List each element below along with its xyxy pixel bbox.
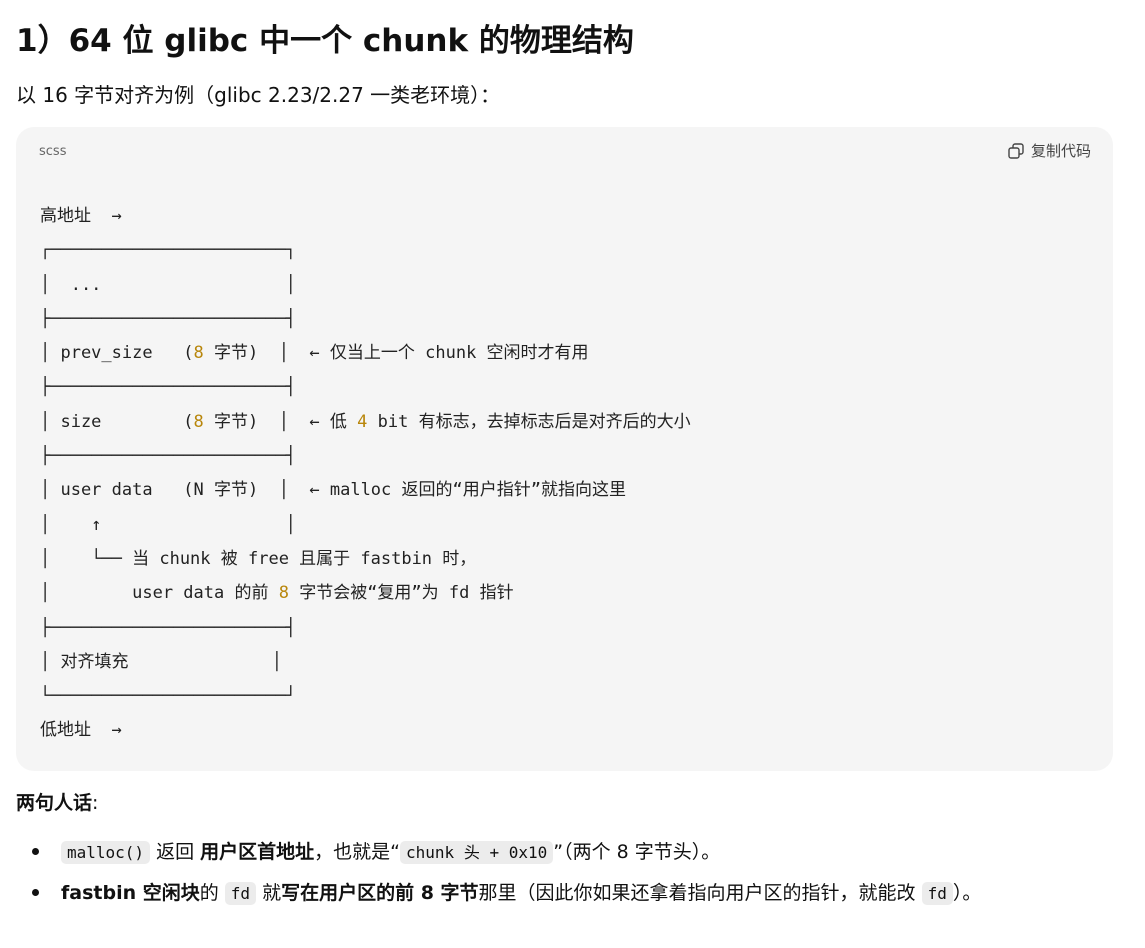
inline-code: chunk 头 + 0x10 — [400, 841, 554, 864]
bullet-text: ”（两个 8 字节头）。 — [553, 841, 721, 863]
code-line: ├───────────────────────┤ — [40, 377, 296, 398]
intro-text: 以 16 字节对齐为例（glibc 2.23/2.27 一类老环境）： — [16, 83, 501, 107]
code-line: 低地址 → — [40, 720, 122, 741]
code-line: 高地址 → — [40, 206, 122, 226]
bold-text: 写在用户区的前 8 字节 — [281, 882, 479, 904]
code-line: └───────────────────────┘ — [40, 686, 296, 707]
code-line: │ ↑ │ — [40, 514, 296, 535]
list-item: malloc() 返回 用户区首地址，也就是“chunk 头 + 0x10”（两… — [16, 832, 1106, 873]
inline-code: fd — [224, 882, 257, 905]
code-line: │ 对齐填充 │ — [40, 651, 282, 672]
code-line: ┌───────────────────────┐ — [40, 240, 296, 261]
code-line: │ prev_size (8 字节) │ ← 仅当上一个 chunk 空闲时才有… — [40, 343, 589, 364]
code-line: ├───────────────────────┤ — [40, 617, 296, 638]
code-lines: 高地址 → ┌───────────────────────┐ │ ... │ ├──… — [40, 199, 691, 748]
inline-code: fd — [921, 882, 953, 905]
summary-label: 两句人话: — [16, 786, 98, 820]
page-title: 1）64 位 glibc 中一个 chunk 的物理结构 — [16, 23, 634, 59]
code-line: │ size (8 字节) │ ← 低 4 bit 有标志，去掉标志后是对齐后的… — [40, 411, 691, 432]
bullet-text: 那里（因此你如果还拿着指向用户区的指针，就能改 — [478, 882, 922, 904]
copy-code-button[interactable]: 复制代码 — [1007, 140, 1091, 162]
list-item: fastbin 空闲块的 fd 就写在用户区的前 8 字节那里（因此你如果还拿着… — [16, 873, 1106, 914]
summary-label-colon: : — [92, 792, 99, 814]
code-line: ├───────────────────────┤ — [40, 308, 296, 329]
code-line: │ user data 的前 8 字节会被“复用”为 fd 指针 — [40, 583, 514, 604]
bullet-dot — [32, 848, 39, 855]
bullet-text: ，也就是“ — [314, 841, 401, 863]
summary-list: malloc() 返回 用户区首地址，也就是“chunk 头 + 0x10”（两… — [16, 832, 1106, 914]
bullet-text: 返回 — [150, 841, 201, 863]
summary-label-text: 两句人话 — [16, 792, 93, 814]
code-language-label: scss — [39, 144, 67, 159]
bullet-dot — [32, 889, 39, 896]
inline-code: malloc() — [61, 841, 151, 864]
bullet-text: 的 — [199, 882, 225, 904]
code-block: scss 复制代码 高地址 → ┌───────────────────────┐… — [16, 127, 1113, 771]
bullet-text: ）。 — [952, 882, 982, 904]
code-line: │ └── 当 chunk 被 free 且属于 fastbin 时， — [40, 548, 477, 569]
code-line: ├───────────────────────┤ — [40, 446, 296, 467]
bullet-text: 就 — [256, 882, 282, 904]
code-line: │ ... │ — [40, 274, 296, 295]
copy-code-label: 复制代码 — [1030, 142, 1091, 160]
bold-text: 用户区首地址 — [200, 841, 315, 863]
copy-icon — [1007, 142, 1025, 160]
code-line: │ user data (N 字节) │ ← malloc 返回的“用户指针”就… — [40, 480, 626, 501]
bold-text: fastbin 空闲块 — [61, 882, 200, 904]
